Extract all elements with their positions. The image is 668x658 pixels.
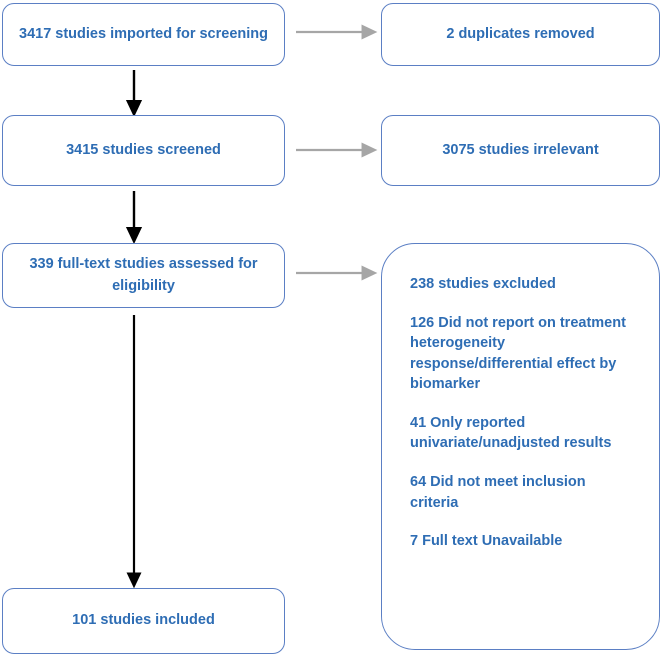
excluded-line-univariate: 41 Only reported univariate/unadjusted r… (410, 414, 612, 452)
node-studies-irrelevant: 3075 studies irrelevant (381, 115, 660, 186)
node-studies-screened: 3415 studies screened (2, 115, 285, 186)
node-duplicates-removed: 2 duplicates removed (381, 3, 660, 66)
excluded-line-inclusion: 64 Did not meet inclusion criteria (410, 474, 586, 511)
node-studies-included: 101 studies included (2, 588, 285, 654)
excluded-line-no-report: 126 Did not report on treatment heteroge… (410, 314, 626, 393)
node-studies-excluded: 238 studies excluded 126 Did not report … (381, 243, 660, 650)
excluded-line-total: 238 studies excluded (410, 276, 556, 292)
node-studies-imported: 3417 studies imported for screening (2, 3, 285, 66)
excluded-line-unavailable: 7 Full text Unavailable (410, 533, 563, 550)
node-fulltext-assessed: 339 full-text studies assessed for eligi… (2, 243, 285, 308)
